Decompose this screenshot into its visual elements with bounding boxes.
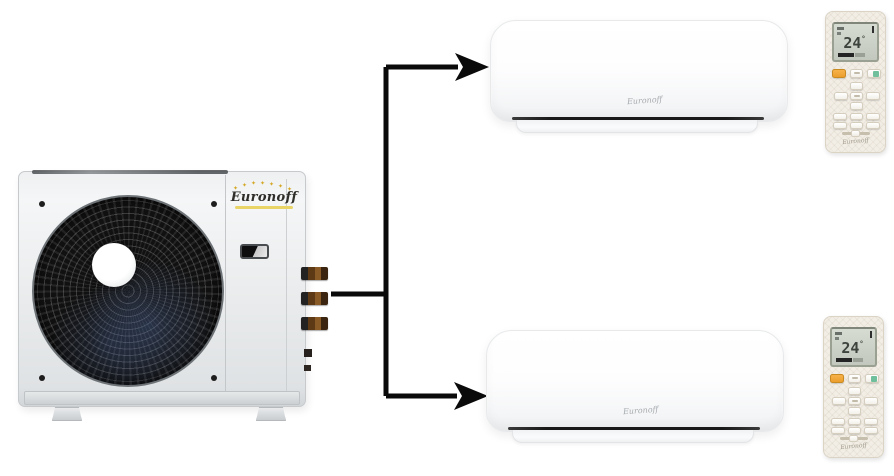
function-button [850,122,863,129]
pipe-valve [301,292,328,305]
base-rail [24,391,300,405]
function-button [833,113,847,120]
function-button [864,427,878,434]
screw-icon [211,201,217,207]
lcd-status-icon [837,32,841,35]
right-button [866,92,880,100]
temperature-value: 24 [843,34,862,52]
fan-grille [32,195,224,387]
mode-button [848,374,861,383]
pipe-valve [301,317,328,330]
slider-switch [840,435,868,442]
mounting-foot [52,407,82,421]
ok-button [850,92,863,100]
screw-icon [39,201,45,207]
function-button [866,122,880,129]
star-icon: ✦ [242,182,248,189]
handle-vent [240,244,269,259]
right-button [864,397,878,405]
star-icon: ✦ [278,183,284,190]
lcd-signal-icon [870,331,872,338]
function-button [831,427,845,434]
lcd-fan-speed-bar-bg [853,358,863,362]
outdoor-unit: ✦✦✦✦✦✦✦ Euronoff [18,169,330,425]
indoor-unit-body [490,20,788,122]
remote-lcd-display: 24° [832,22,879,62]
slider-switch [842,130,870,137]
air-outlet-slot [508,427,760,430]
lcd-fan-speed-bar [836,358,852,362]
temperature-value: 24 [841,339,860,357]
temp-down-button [848,407,861,415]
mounting-foot [256,407,286,421]
mode-button [850,69,863,78]
degree-symbol: ° [861,35,866,43]
air-outlet-slot [512,117,764,120]
top-vent [32,170,228,174]
lcd-temperature: 24° [832,339,873,357]
function-button [866,113,880,120]
ok-button [848,397,861,405]
remote-brand-logo: Euronoff [842,136,869,147]
screw-icon [211,375,217,381]
function-button [831,418,845,425]
panel-seam [286,179,287,397]
indoor-unit-body [486,330,784,432]
lcd-status-icon [835,337,839,340]
remote-control-2: 24° Euronoff [823,316,884,458]
lcd-mode-icon [837,27,844,30]
screw-icon [39,375,45,381]
star-icon: ✦ [251,180,257,187]
power-button [830,374,844,383]
function-button [850,113,863,120]
gold-underline [235,206,293,209]
indoor-unit-2: Euronoff [486,330,784,446]
temp-up-button [850,82,863,90]
air-deflector-flap [512,430,754,443]
brand-text: Euronoff [230,190,298,205]
arrowhead-icon [454,382,488,410]
fan-hub [92,243,136,287]
stars-arc-icon: ✦✦✦✦✦✦✦ [228,180,300,193]
function-button [833,122,847,129]
service-port [304,365,311,371]
remote-brand-logo: Euronoff [840,441,867,452]
service-port [304,349,312,357]
power-button [832,69,846,78]
function-button [864,418,878,425]
panel-seam [225,175,226,401]
air-deflector-flap [516,120,758,133]
remote-lcd-display: 24° [830,327,877,367]
arrowhead-icon [455,53,489,81]
star-icon: ✦ [269,181,275,188]
function-button [848,418,861,425]
pipe-valve [301,267,328,280]
left-button [832,397,846,405]
star-icon: ✦ [287,186,293,193]
lcd-fan-speed-bar-bg [855,53,865,57]
outdoor-brand-logo: ✦✦✦✦✦✦✦ Euronoff [228,181,300,209]
remote-control-1: 24° Euronoff [825,11,886,153]
fan-button [867,69,881,78]
temp-up-button [848,387,861,395]
function-button [848,427,861,434]
degree-symbol: ° [859,340,864,348]
lcd-temperature: 24° [834,34,875,52]
left-button [834,92,848,100]
star-icon: ✦ [233,185,239,192]
indoor-unit-1: Euronoff [490,20,788,136]
lcd-signal-icon [872,26,874,33]
star-icon: ✦ [260,180,266,187]
lcd-fan-speed-bar [838,53,854,57]
lcd-mode-icon [835,332,842,335]
temp-down-button [850,102,863,110]
fan-button [865,374,879,383]
